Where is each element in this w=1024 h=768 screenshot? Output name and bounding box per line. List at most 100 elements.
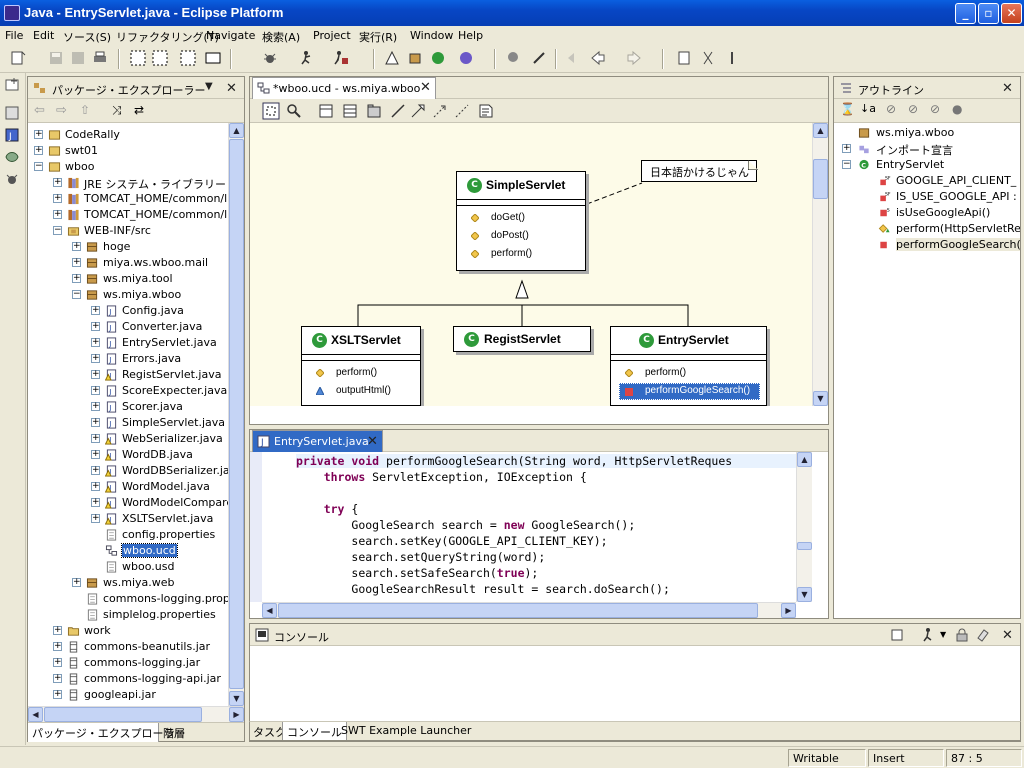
menu-window[interactable]: Window [410,29,454,42]
expand-toggle-icon[interactable]: + [842,143,851,153]
scroll-right-button[interactable]: ▶ [781,603,796,618]
grid-icon[interactable] [130,50,146,66]
scroll-thumb[interactable] [813,159,828,199]
menu-edit[interactable]: Edit [33,29,55,42]
expand-toggle-icon[interactable]: + [53,177,62,187]
outline-item[interactable]: +インポート宣言 [834,141,1020,157]
expand-toggle-icon[interactable]: + [91,385,100,395]
uml-method[interactable]: perform() [645,367,687,378]
back-icon[interactable]: ⇦ [34,103,45,118]
package-explorer-hscroll[interactable]: ◀ ▶ [28,706,244,722]
expand-toggle-icon[interactable]: + [91,369,100,379]
debug-perspective-icon[interactable] [4,171,20,187]
tree-item[interactable]: wboo.usd [28,559,228,575]
tab-package-explorer[interactable]: パッケージ・エクスプローラー [28,723,185,742]
debug-icon[interactable] [262,50,278,66]
toggle-icon[interactable] [700,50,716,66]
close-uml-tab-icon[interactable]: ✕ [420,80,431,95]
expand-toggle-icon[interactable]: + [72,577,81,587]
scroll-left-button[interactable]: ◀ [262,603,277,618]
tab-swt-example-launcher[interactable]: SWT Example Launcher [341,724,472,737]
expand-toggle-icon[interactable]: + [53,673,62,683]
expand-toggle-icon[interactable]: + [91,449,100,459]
scroll-down-button[interactable]: ▼ [797,587,812,602]
expand-toggle-icon[interactable]: + [91,465,100,475]
open-perspective-icon[interactable] [4,77,20,93]
expand-toggle-icon[interactable]: + [53,689,62,699]
expand-toggle-icon[interactable]: + [72,273,81,283]
search-icon[interactable] [531,50,547,66]
tree-item[interactable]: wboo.ucd [28,543,228,559]
tree-item[interactable]: −wboo [28,159,228,175]
java-perspective-icon[interactable]: J [4,127,20,143]
association-tool-icon[interactable] [390,103,406,119]
forward-icon[interactable] [626,50,642,66]
expand-toggle-icon[interactable]: + [53,209,62,219]
tree-item[interactable]: +CodeRally [28,127,228,143]
expand-toggle-icon[interactable]: − [842,159,851,169]
run-console-icon[interactable] [922,627,938,643]
package-explorer-vscroll[interactable]: ▲ ▼ [228,123,244,706]
uml-method[interactable]: doPost() [491,230,529,241]
zoom-fit-icon[interactable] [205,50,221,66]
expand-toggle-icon[interactable]: + [91,401,100,411]
close-package-explorer-icon[interactable]: ✕ [226,81,237,96]
uml-class-xsltservlet[interactable]: C XSLTServlet perform() outputHtml() [301,326,421,406]
uml-method[interactable]: perform() [491,248,533,259]
up-icon[interactable]: ⇧ [80,103,91,117]
run-icon[interactable] [300,50,316,66]
scroll-thumb-h[interactable] [278,603,758,618]
expand-toggle-icon[interactable]: + [34,129,43,139]
expand-toggle-icon[interactable]: + [72,257,81,267]
scroll-left-button[interactable]: ◀ [28,707,43,722]
print-icon[interactable] [92,50,108,66]
expand-toggle-icon[interactable]: + [91,417,100,427]
hide-nonpublic-icon[interactable]: ⊘ [930,102,941,116]
note-tool-icon[interactable] [478,103,494,119]
uml-method[interactable]: doGet() [491,212,525,223]
menu-refactor[interactable]: リファクタリング(T) [116,31,219,44]
expand-toggle-icon[interactable]: − [72,289,81,299]
menu-navigate[interactable]: Navigate [206,29,256,42]
pin-icon[interactable] [724,50,740,66]
sort-icon[interactable]: ⌛ [840,102,855,116]
uml-note[interactable]: 日本語かけるじゃん [641,160,758,182]
uml-canvas[interactable]: 日本語かけるじゃん C SimpleServlet doGet() doPost… [250,123,812,406]
scroll-up-button[interactable]: ▲ [229,123,244,138]
expand-toggle-icon[interactable]: + [72,241,81,251]
eraser-icon[interactable] [976,628,990,642]
code-hscroll[interactable]: ◀ ▶ [262,602,796,618]
back-icon[interactable] [590,50,606,66]
hide-static-icon[interactable]: ⊘ [908,102,919,116]
tree-item[interactable]: +miya.ws.wboo.mail [28,255,228,271]
hide-fields-icon[interactable]: ⊘ [886,102,897,116]
tree-item[interactable]: +work [28,623,228,639]
scroll-down-button[interactable]: ▼ [229,691,244,706]
cvs-perspective-icon[interactable] [4,149,20,165]
close-button[interactable]: ✕ [1001,3,1022,24]
interface-tool-icon[interactable] [342,103,358,119]
close-outline-icon[interactable]: ✕ [1002,81,1013,96]
menu-help[interactable]: Help [458,29,484,42]
expand-toggle-icon[interactable]: + [91,353,100,363]
uml-class-entryservlet[interactable]: C EntryServlet perform() performGoogleSe… [610,326,767,406]
tab-entryservlet-java[interactable]: J EntryServlet.java [252,430,383,452]
uml-method[interactable]: perform() [336,367,378,378]
tree-item[interactable]: simplelog.properties [28,607,228,623]
scroll-thumb[interactable] [797,542,812,550]
open-type-icon[interactable] [506,50,522,66]
save-icon[interactable] [48,50,64,66]
outline-item[interactable]: performGoogleSearch(S [834,237,1020,253]
tree-item[interactable]: +swt01 [28,143,228,159]
package-tool-icon[interactable] [366,103,382,119]
select-tool-icon[interactable] [262,102,280,120]
expand-toggle-icon[interactable]: − [53,225,62,235]
